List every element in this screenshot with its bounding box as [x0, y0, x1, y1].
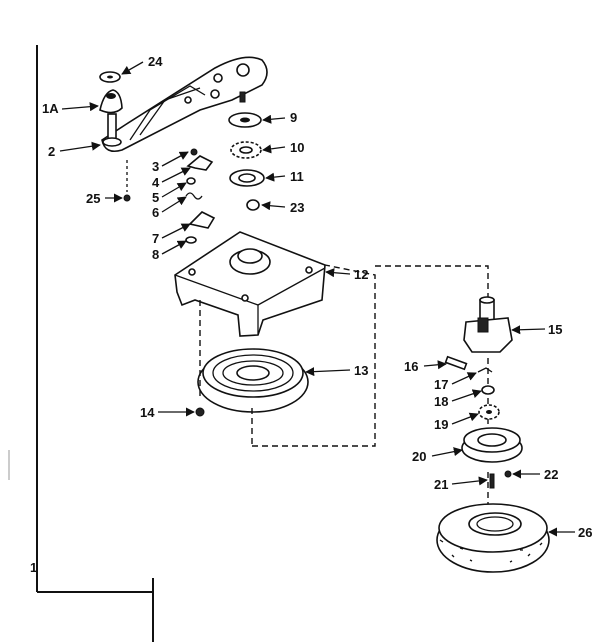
callout-19: 19 [434, 417, 448, 432]
callout-24: 24 [148, 54, 163, 69]
part-5-ring [186, 177, 196, 185]
part-13-recoil-spring [197, 348, 309, 413]
part-21-screw [489, 473, 495, 489]
leader-lines [59, 61, 575, 537]
callout-21: 21 [434, 477, 448, 492]
callout-25: 25 [86, 191, 100, 206]
callout-15: 15 [548, 322, 562, 337]
callout-2: 2 [48, 144, 55, 159]
part-12-housing [174, 231, 326, 337]
callout-10: 10 [290, 140, 304, 155]
part-9-washer [228, 112, 262, 128]
corner-mark: 1 [30, 560, 37, 575]
callout-13: 13 [354, 363, 368, 378]
part-18-washer [481, 385, 495, 395]
part-22-screw [504, 470, 512, 478]
callout-26: 26 [578, 525, 592, 540]
callout-20: 20 [412, 449, 426, 464]
part-17-clip [477, 367, 493, 373]
callout-3: 3 [152, 159, 159, 174]
callout-6: 6 [152, 205, 159, 220]
part-4-spring-clip [186, 155, 214, 171]
callout-17: 17 [434, 377, 448, 392]
part-7-pawl [188, 211, 216, 229]
callout-1a: 1A [42, 101, 59, 116]
part-24-washer [99, 71, 121, 83]
part-25-screw [123, 194, 131, 202]
part-8-washer [185, 236, 197, 244]
part-15-pulley-hub [463, 296, 513, 353]
callout-7: 7 [152, 231, 159, 246]
callout-16: 16 [404, 359, 418, 374]
part-10-gear [230, 141, 262, 159]
callout-23: 23 [290, 200, 304, 215]
part-26-pulley-wheel [436, 503, 550, 573]
page-frame [8, 45, 154, 642]
callout-11: 11 [290, 169, 304, 184]
callout-4: 4 [152, 175, 160, 190]
part-6-spring [185, 192, 203, 200]
callout-22: 22 [544, 467, 558, 482]
callout-8: 8 [152, 247, 159, 262]
part-1a-knob [99, 89, 123, 114]
part-2-lever-arm [101, 56, 268, 153]
part-11-washer [229, 169, 265, 187]
part-20-cup [461, 427, 523, 463]
part-14-screw [195, 407, 205, 417]
callout-18: 18 [434, 394, 448, 409]
part-3-pin [190, 148, 198, 156]
part-23-nut [246, 199, 260, 211]
part-16-pin [444, 355, 468, 371]
callout-5: 5 [152, 190, 159, 205]
callout-labels: 24 1A 2 3 4 5 6 7 8 25 9 10 11 23 12 13 … [42, 54, 592, 540]
part-19-gear [478, 404, 500, 420]
callout-14: 14 [140, 405, 155, 420]
callout-9: 9 [290, 110, 297, 125]
callout-12: 12 [354, 267, 368, 282]
